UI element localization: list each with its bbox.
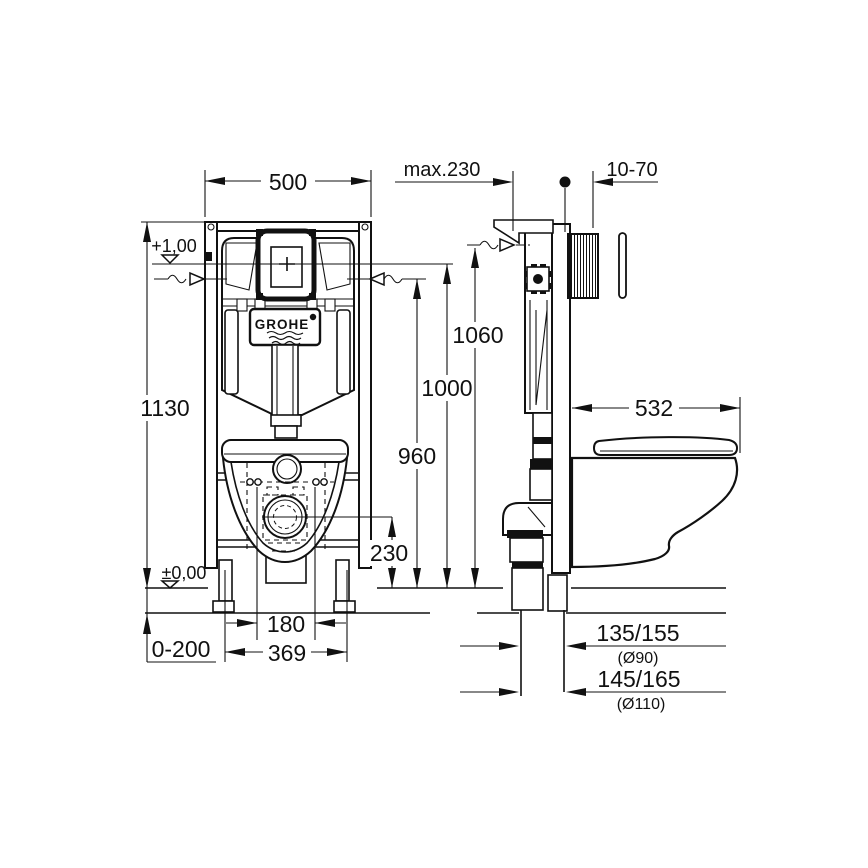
level-floor-label: ±0,00 (162, 563, 207, 583)
flush-pipe (271, 344, 299, 418)
toilet-bowl-front (221, 439, 349, 584)
corner-screw-icon (361, 223, 369, 231)
dim-depth: 532 (572, 395, 741, 453)
dim-230-label: 230 (370, 540, 408, 566)
frame-profile-side (493, 176, 627, 696)
wave-arrow-left-icon (154, 271, 227, 287)
actuator-sleeve (567, 233, 599, 299)
cistern: GROHE (221, 228, 355, 439)
dim-front-width-label: 500 (269, 169, 307, 195)
hanger-strap-right (336, 309, 351, 395)
dim-1000: 1000 (420, 264, 474, 588)
drain-elbow (502, 502, 565, 696)
toilet-bowl-side (570, 436, 739, 569)
dim-floor-buildup-label: 0-200 (152, 636, 211, 662)
mounting-frame (204, 221, 372, 613)
dim-1060: 1060 (451, 248, 504, 588)
level-upper-label: +1,00 (151, 236, 197, 256)
dim-wall-finish: 10-70 (592, 159, 658, 228)
dim-drain-90: 135/155 (Ø90) (460, 620, 726, 667)
dim-front-height-label: 1130 (140, 395, 189, 421)
level-triangle-icon (160, 254, 180, 265)
wall-reference-dot (559, 176, 571, 188)
dim-floor-buildup: 0-200 (143, 588, 216, 663)
fixing-bolt (312, 478, 320, 486)
wave-arrow-top-icon (467, 237, 533, 253)
hanger-strap-left (224, 309, 239, 395)
dim-max-bracket: max.230 (395, 159, 514, 231)
dim-front-width: 500 (204, 168, 372, 217)
dim-230: 230 (262, 516, 412, 588)
dim-drain-90-label: 135/155 (596, 620, 679, 646)
level-markers: +1,00 ±0,00 (151, 236, 533, 589)
foot-pad-left (212, 600, 235, 613)
dim-drain-110-dia-label: (Ø110) (617, 696, 666, 713)
brand-plate: GROHE (248, 307, 322, 347)
level-triangle-icon (160, 580, 180, 589)
fixing-bolt (246, 478, 254, 486)
dim-max-bracket-label: max.230 (404, 159, 481, 181)
brand-label: GROHE (255, 317, 310, 332)
wall-bracket (493, 219, 554, 245)
drain-pipe-below-floor (520, 610, 565, 696)
flush-plate (618, 232, 627, 299)
dim-1000-label: 1000 (421, 375, 472, 401)
toilet-seat (592, 436, 739, 456)
dim-bolt-spacing: 180 (226, 487, 346, 640)
dim-front-height: 1130 (140, 221, 204, 588)
dim-bolt-spacing-label: 180 (267, 611, 305, 637)
corner-screw-icon (207, 223, 215, 231)
dim-depth-label: 532 (635, 395, 673, 421)
tank-wall-left (225, 242, 258, 291)
dim-drain-110-label: 145/165 (597, 666, 680, 692)
inlet-connector (204, 252, 212, 261)
dim-outlet-spacing: 369 (224, 570, 348, 666)
dim-drain-90-dia-label: (Ø90) (618, 650, 659, 667)
dim-960: 960 (395, 279, 439, 588)
foot-pad-right (333, 600, 356, 613)
side-view (493, 176, 739, 696)
dim-drain-110: 145/165 (Ø110) (460, 666, 726, 713)
dim-outlet-spacing-label: 369 (268, 640, 306, 666)
front-view: GROHE (204, 221, 372, 613)
fixing-bolt (254, 478, 262, 486)
fixing-bolt (320, 478, 328, 486)
dim-960-label: 960 (398, 443, 436, 469)
dim-1060-label: 1060 (452, 322, 503, 348)
tank-wall-right (318, 242, 351, 291)
dim-wall-finish-label: 10-70 (606, 159, 657, 181)
flush-bend (529, 412, 553, 501)
registered-mark-dot (309, 313, 317, 321)
wave-arrow-right-icon (347, 271, 426, 287)
dimensions: 500 1130 1060 1000 (140, 159, 741, 713)
water-connection (524, 264, 552, 294)
floor-lines (145, 587, 726, 614)
